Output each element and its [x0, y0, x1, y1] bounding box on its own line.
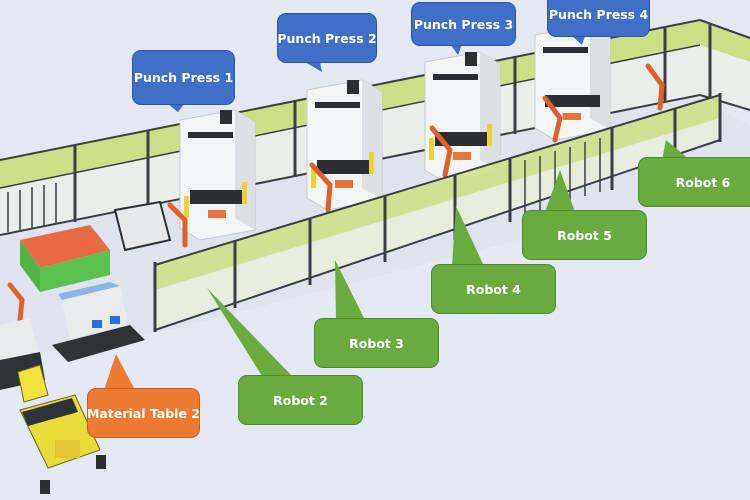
- front-fence: [153, 93, 722, 332]
- cnc-cabinet: [113, 200, 172, 252]
- tail-robot-5: [545, 170, 575, 212]
- label-punch-press-3: Punch Press 3: [411, 2, 516, 46]
- label-robot-4: Robot 4: [431, 264, 556, 314]
- label-robot-5: Robot 5: [522, 210, 647, 260]
- label-robot-6: Robot 6: [638, 157, 750, 207]
- label-punch-press-2: Punch Press 2: [277, 13, 377, 63]
- punch-press-2-model: [306, 79, 383, 211]
- callout-tails: [104, 36, 690, 390]
- label-robot-2: Robot 2: [238, 375, 363, 425]
- tail-robot-4: [452, 206, 484, 266]
- tail-punch-press-4: [572, 36, 585, 45]
- tail-robot-3: [335, 260, 365, 320]
- agv-cart: [17, 364, 106, 494]
- material-table-2-model: [52, 282, 145, 362]
- material-table-1-model: [20, 225, 110, 292]
- tail-robot-2: [207, 288, 292, 376]
- label-punch-press-1: Punch Press 1: [132, 50, 235, 105]
- punch-press-3-model: [424, 51, 501, 183]
- label-robot-3: Robot 3: [314, 318, 439, 368]
- punch-press-1-model: [179, 109, 256, 241]
- robot-arms: [7, 63, 665, 323]
- tail-punch-press-2: [305, 62, 322, 72]
- tail-punch-press-3: [450, 44, 462, 55]
- punch-press-4-model: [534, 24, 611, 141]
- tail-robot-6: [662, 140, 690, 160]
- tail-material-table-2: [104, 354, 135, 390]
- label-punch-press-4: Punch Press 4: [547, 0, 650, 37]
- tail-punch-press-1: [168, 104, 184, 112]
- label-material-table-2: Material Table 2: [87, 388, 200, 438]
